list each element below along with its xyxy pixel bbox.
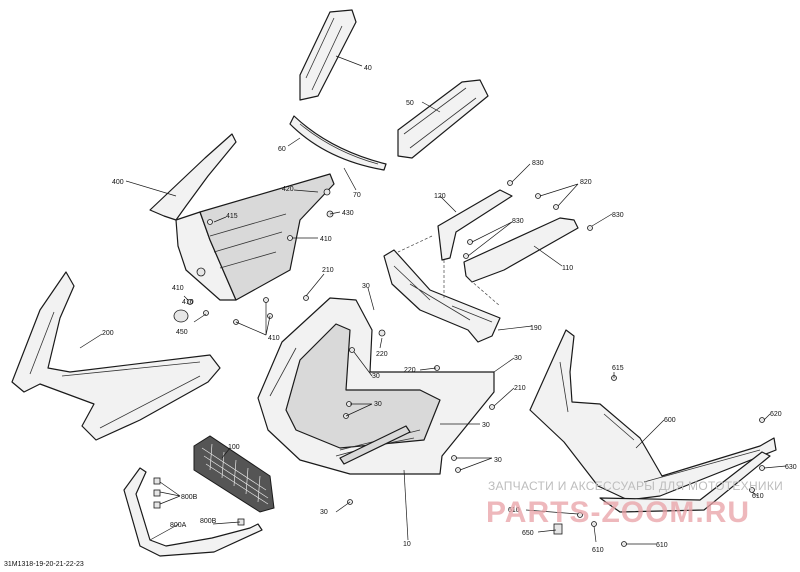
part-50-pad <box>397 79 489 159</box>
part-600-right-panel <box>529 329 777 547</box>
callout-60: 60 <box>278 146 286 153</box>
callout-610-d: 610 <box>656 542 668 549</box>
callout-400: 400 <box>112 179 124 186</box>
callout-610-b: 610 <box>508 507 520 514</box>
callout-410-a: 410 <box>320 236 332 243</box>
callout-120: 120 <box>434 193 446 200</box>
callout-220-b: 220 <box>404 367 416 374</box>
callout-110: 110 <box>562 265 573 272</box>
callout-650: 650 <box>522 530 534 537</box>
callout-30-d: 30 <box>514 355 522 362</box>
callout-410-b: 410 <box>172 285 184 292</box>
callout-415: 415 <box>226 213 238 220</box>
console-fasteners <box>173 188 334 325</box>
callout-40: 40 <box>364 65 372 72</box>
callout-labels: 40 50 60 70 400 420 415 430 410 410 410 … <box>102 65 797 554</box>
callout-615: 615 <box>612 365 624 372</box>
callout-420: 420 <box>282 186 294 193</box>
callout-410-c: 410 <box>182 299 194 306</box>
drawing-code: 31M1318-19-20-21-22-23 <box>4 561 84 568</box>
part-60-70-strip <box>289 115 387 171</box>
watermark: ЗАПЧАСТИ И АКСЕССУАРЫ ДЛЯ МОТОТЕХНИКИ PA… <box>486 479 783 529</box>
callout-600: 600 <box>664 417 676 424</box>
callout-610-a: 610 <box>752 493 764 500</box>
callout-30-b: 30 <box>372 373 380 380</box>
part-200-left-panel <box>11 271 221 441</box>
callout-210-b: 210 <box>514 385 526 392</box>
watermark-text: ЗАПЧАСТИ И АКСЕССУАРЫ ДЛЯ МОТОТЕХНИКИ <box>488 479 783 493</box>
part-190-bumper <box>383 249 501 343</box>
part-10-hood <box>257 297 495 475</box>
callout-10: 10 <box>403 541 411 548</box>
callout-70: 70 <box>353 192 361 199</box>
callout-430: 430 <box>342 210 354 217</box>
callout-410-d: 410 <box>268 335 280 342</box>
callout-200: 200 <box>102 330 114 337</box>
callout-800a: 800A <box>170 522 187 529</box>
part-400-console <box>149 133 335 301</box>
callout-100: 100 <box>228 444 240 451</box>
callout-800b-a: 800B <box>181 494 198 501</box>
callout-830-c: 830 <box>512 218 524 225</box>
callout-450: 450 <box>176 329 188 336</box>
watermark-logo: PARTS-ZOOM.RU <box>486 496 750 529</box>
part-40-pad <box>299 9 357 101</box>
callout-630: 630 <box>785 464 797 471</box>
callout-190: 190 <box>530 325 542 332</box>
callout-30-e: 30 <box>482 422 490 429</box>
callout-30-f: 30 <box>494 457 502 464</box>
callout-50: 50 <box>406 100 414 107</box>
callout-620: 620 <box>770 411 782 418</box>
callout-800b-b: 800B <box>200 518 217 525</box>
callout-220-a: 220 <box>376 351 388 358</box>
callout-30-c: 30 <box>374 401 382 408</box>
callout-830-a: 830 <box>532 160 544 167</box>
callout-30-g: 30 <box>320 509 328 516</box>
callout-30-a: 30 <box>362 283 370 290</box>
leader-lines <box>79 55 787 545</box>
callout-820: 820 <box>580 179 592 186</box>
callout-830-b: 830 <box>612 212 624 219</box>
part-120-110-bars <box>397 180 593 307</box>
callout-610-c: 610 <box>592 547 604 554</box>
part-100-grille <box>193 435 275 513</box>
callout-210-a: 210 <box>322 267 334 274</box>
